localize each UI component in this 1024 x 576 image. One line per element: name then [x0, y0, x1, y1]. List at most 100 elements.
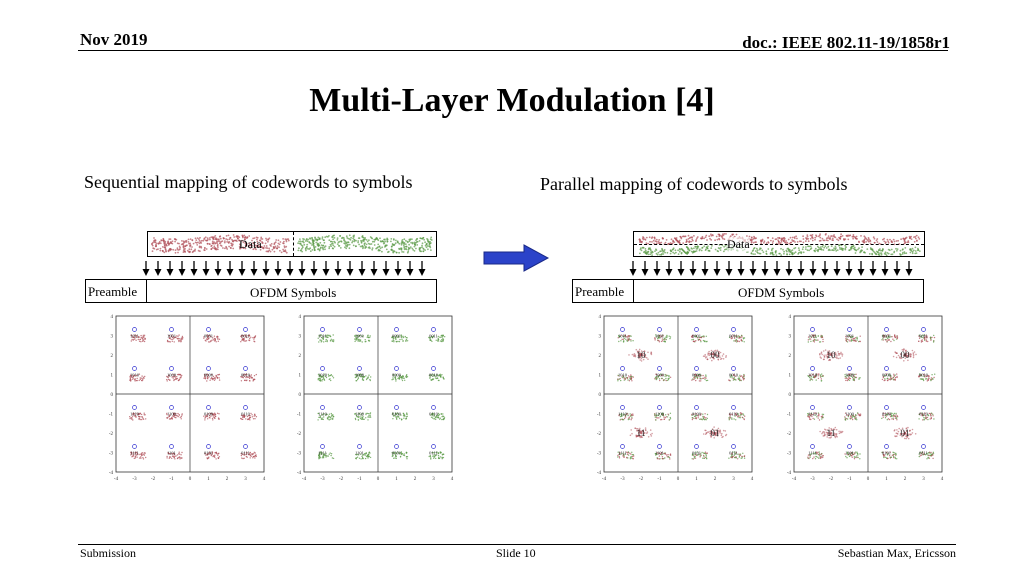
- constellation-point-label: 1010: [808, 373, 818, 378]
- y-tick-label: -3: [297, 452, 302, 457]
- constellation-point-label: 1110: [130, 412, 139, 417]
- constellation-point-label: 0110: [919, 412, 929, 417]
- ideal-point-marker: [132, 327, 137, 332]
- constellation-point-label: 1001: [167, 334, 176, 339]
- ideal-point-marker: [320, 444, 325, 449]
- ideal-point-marker: [132, 444, 137, 449]
- constellation-point-label: 1111: [618, 451, 627, 456]
- y-tick-label: 3: [789, 335, 792, 340]
- y-tick-label: -2: [597, 432, 602, 437]
- ideal-point-marker: [206, 327, 211, 332]
- down-arrow-icon: [370, 261, 378, 276]
- down-arrow-icon: [737, 261, 745, 276]
- constellation-point-label: 0001: [392, 334, 401, 339]
- x-tick-label: -4: [602, 477, 607, 482]
- ideal-point-marker: [394, 405, 399, 410]
- down-arrow-icon: [154, 261, 162, 276]
- y-tick-label: 1: [111, 374, 114, 379]
- y-tick-label: -3: [597, 452, 602, 457]
- constellation-point-label: 1001: [655, 334, 664, 339]
- constellation-point-label: 0101: [392, 451, 401, 456]
- constellation-point-label: 1001: [845, 334, 854, 339]
- ideal-point-marker: [431, 405, 436, 410]
- ideal-point-marker: [731, 366, 736, 371]
- constellation-point-label: 0111: [429, 451, 438, 456]
- x-tick-label: 1: [695, 477, 698, 482]
- x-tick-label: -2: [151, 477, 156, 482]
- right-preamble-box: Preamble: [572, 279, 634, 303]
- right-data-scatter: [638, 233, 921, 256]
- layer-label: 11: [827, 428, 836, 438]
- x-tick-label: -1: [847, 477, 852, 482]
- ideal-point-marker: [394, 444, 399, 449]
- right-symbols-box: OFDM Symbols: [633, 279, 924, 303]
- layer-label: 01: [711, 428, 720, 438]
- y-tick-label: -2: [297, 432, 302, 437]
- ideal-point-marker: [320, 405, 325, 410]
- y-tick-label: 2: [299, 354, 302, 359]
- down-arrow-icon: [346, 261, 354, 276]
- constellation-point-label: 0110: [241, 412, 251, 417]
- x-tick-label: 4: [451, 477, 454, 482]
- ideal-point-marker: [921, 366, 926, 371]
- down-arrow-icon: [418, 261, 426, 276]
- constellation-point-label: 0000: [204, 373, 214, 378]
- constellation-point-label: 0010: [729, 373, 739, 378]
- x-tick-label: -1: [169, 477, 174, 482]
- down-arrow-icon: [641, 261, 649, 276]
- y-tick-label: -1: [597, 413, 602, 418]
- constellation-point-label: 0101: [882, 451, 891, 456]
- y-tick-label: 1: [789, 374, 792, 379]
- y-tick-label: -2: [787, 432, 792, 437]
- constellation-point-label: 0001: [692, 334, 701, 339]
- down-arrow-icon: [821, 261, 829, 276]
- y-tick-label: 1: [599, 374, 602, 379]
- constellation-point-label: 0100: [882, 412, 892, 417]
- down-arrow-icon: [749, 261, 757, 276]
- ideal-point-marker: [357, 405, 362, 410]
- down-arrow-icon: [286, 261, 294, 276]
- ideal-point-marker: [657, 327, 662, 332]
- y-tick-label: -4: [787, 471, 792, 476]
- down-arrow-icon: [677, 261, 685, 276]
- y-tick-label: 3: [599, 335, 602, 340]
- constellation-point-label: 1101: [167, 451, 176, 456]
- ideal-point-marker: [169, 405, 174, 410]
- left-caption: Sequential mapping of codewords to symbo…: [84, 172, 413, 192]
- left-data-label: Data: [239, 237, 262, 251]
- x-tick-label: 1: [207, 477, 210, 482]
- constellation-point-label: 0000: [692, 373, 702, 378]
- constellation-point-label: 1011: [318, 334, 327, 339]
- right-preamble-label: Preamble: [575, 284, 625, 299]
- x-tick-label: 4: [263, 477, 266, 482]
- layer-label: 01: [901, 428, 910, 438]
- ideal-point-marker: [847, 444, 852, 449]
- down-arrow-icon: [845, 261, 853, 276]
- ideal-point-marker: [657, 444, 662, 449]
- x-tick-label: 4: [751, 477, 754, 482]
- ideal-point-marker: [243, 444, 248, 449]
- header-doc-id: doc.: IEEE 802.11-19/1858r1: [742, 33, 950, 52]
- down-arrow-icon: [382, 261, 390, 276]
- left-data-divider: [293, 232, 294, 256]
- ideal-point-marker: [169, 366, 174, 371]
- ideal-point-marker: [320, 327, 325, 332]
- y-tick-label: 2: [599, 354, 602, 359]
- down-arrow-icon: [226, 261, 234, 276]
- ideal-point-marker: [206, 405, 211, 410]
- constellation-point-label: 0010: [241, 373, 251, 378]
- down-arrow-icon: [250, 261, 258, 276]
- constellation-point-label: 0011: [241, 334, 250, 339]
- slide-title: Multi-Layer Modulation [4]: [309, 82, 715, 119]
- ideal-point-marker: [847, 405, 852, 410]
- ideal-point-marker: [320, 366, 325, 371]
- right-arrow-icon: [483, 244, 550, 272]
- left-arrow-row: [142, 261, 426, 276]
- down-arrow-icon: [166, 261, 174, 276]
- x-tick-label: 1: [395, 477, 398, 482]
- ideal-point-marker: [884, 444, 889, 449]
- constellation-point-label: 1110: [808, 412, 817, 417]
- down-arrow-icon: [214, 261, 222, 276]
